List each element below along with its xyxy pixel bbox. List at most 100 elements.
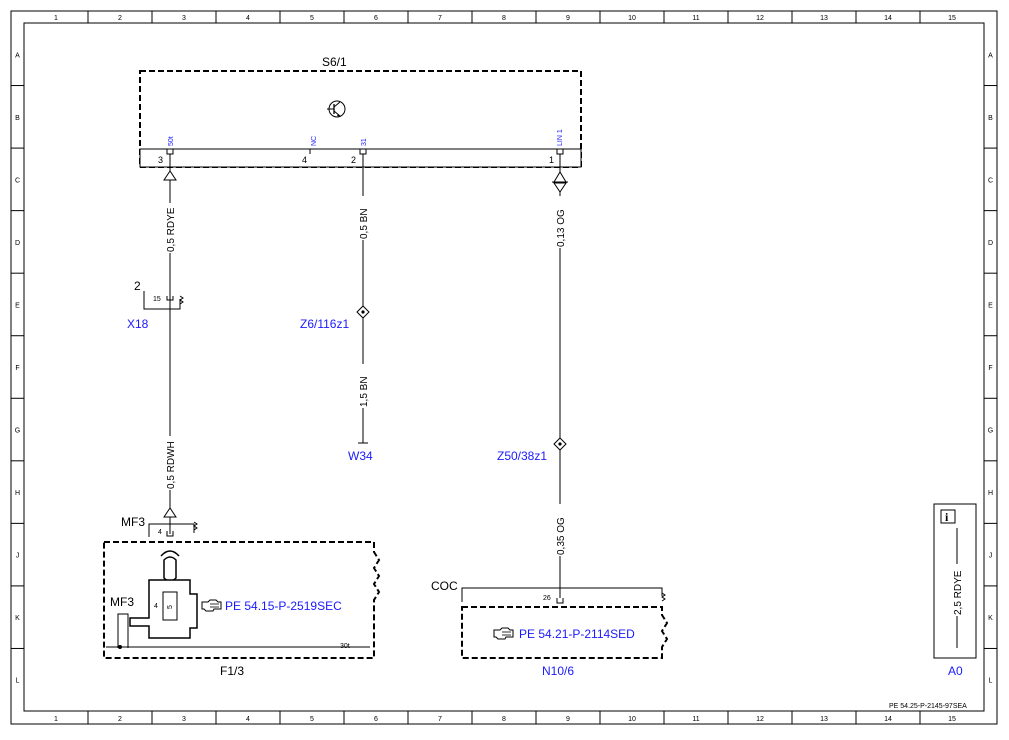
component-mf3-connector[interactable]: MF3 4 — [121, 515, 198, 537]
wire-label-w2: 0,5 RDWH — [166, 441, 177, 489]
component-x18[interactable]: 2 15 X18 — [127, 279, 184, 331]
a0-box — [933, 503, 977, 659]
grid-column-label: 2 — [118, 716, 122, 723]
grid-column-label: 11 — [692, 716, 699, 723]
component-s6-1[interactable]: S6/1 50t NC 31 LIN 1 3 4 2 1 — [139, 55, 582, 168]
splice-z50-38z1[interactable]: Z50/38z1 — [497, 437, 567, 463]
grid-column-label: 11 — [692, 15, 699, 22]
mf3-inner-label: MF3 — [110, 595, 134, 609]
inner-frame — [23, 22, 985, 712]
grid-column-label: 5 — [310, 716, 314, 723]
grid-row-label: L — [16, 678, 20, 685]
grid-row-label: G — [15, 428, 20, 435]
grid-row-label: G — [988, 428, 993, 435]
grid-column-label: 2 — [118, 15, 122, 22]
w34-label: W34 — [348, 449, 373, 463]
grid-column-label: 15 — [948, 15, 956, 22]
hand-pointer-icon — [493, 627, 514, 640]
grid-row-label: F — [988, 365, 992, 372]
s6-1-pin-3: 3 — [158, 155, 163, 165]
s6-1-pin-signal-lin1: LIN 1 — [557, 129, 564, 146]
x18-pin: 15 — [153, 296, 161, 303]
s6-1-pin-1: 1 — [549, 155, 554, 165]
grid-column-label: 10 — [628, 716, 636, 723]
s6-1-pin-4: 4 — [302, 155, 307, 165]
transistor-icon — [327, 100, 346, 118]
mf3-top-pin: 4 — [158, 529, 162, 536]
grid-column-label: 4 — [246, 716, 250, 723]
s6-1-pin-2: 2 — [351, 155, 356, 165]
coc-label: COC — [431, 579, 458, 593]
grid-column-label: 8 — [502, 716, 506, 723]
grid-column-label: 6 — [374, 716, 378, 723]
grid-column-label: 14 — [884, 716, 892, 723]
coc-pin: 26 — [543, 595, 551, 602]
s6-1-label: S6/1 — [322, 55, 347, 69]
info-icon[interactable] — [940, 509, 956, 524]
grid-column-label: 3 — [182, 716, 186, 723]
z6-label: Z6/116z1 — [300, 317, 349, 331]
wire-label-w3: 0,5 BN — [359, 208, 370, 239]
grid-row-label: J — [989, 553, 993, 560]
mf3-inner-pin-a: 4 — [154, 603, 158, 610]
grid-row-label: H — [988, 490, 993, 497]
hand-pointer-icon — [201, 599, 222, 612]
grid-row-label: E — [15, 302, 20, 309]
f1-3-reference-link[interactable]: PE 54.15-P-2519SEC — [225, 599, 342, 613]
grid-row-label: H — [15, 490, 20, 497]
grid-column-label: 5 — [310, 15, 314, 22]
grid-row-label: B — [15, 115, 20, 122]
grid-column-label: 1 — [54, 15, 58, 22]
mf3-top-label: MF3 — [121, 515, 145, 529]
n10-6-housing — [461, 606, 669, 659]
x18-connector-number: 2 — [134, 279, 141, 293]
grid-row-label: B — [988, 115, 993, 122]
grid-column-label: 7 — [438, 15, 442, 22]
info-icon-glyph: i — [945, 510, 949, 524]
s6-1-pin-signal-50t: 50t — [168, 136, 175, 146]
grid-row-label: L — [989, 678, 993, 685]
n10-6-reference-link[interactable]: PE 54.21-P-2114SED — [519, 627, 635, 641]
component-a0[interactable]: i 2,5 RDYE A0 — [933, 503, 977, 678]
splice-z6-116z1[interactable]: Z6/116z1 — [300, 305, 370, 331]
mf3-inner-pin-b: 5 — [167, 605, 174, 609]
grid-column-label: 12 — [756, 15, 764, 22]
grid-column-label: 15 — [948, 716, 956, 723]
grid-column-label: 7 — [438, 716, 442, 723]
x18-label: X18 — [127, 317, 149, 331]
grid-column-label: 3 — [182, 15, 186, 22]
outer-frame — [10, 10, 998, 725]
grid-column-label: 12 — [756, 716, 764, 723]
grid-row-label: K — [988, 615, 993, 622]
wire-label-w6: 0,35 OG — [556, 517, 567, 555]
a0-wire-label: 2,5 RDYE — [953, 570, 964, 615]
grid-column-label: 10 — [628, 15, 636, 22]
grid-row-label: A — [988, 52, 993, 59]
grid-row-label: E — [988, 302, 993, 309]
drawing-number: PE 54.25-P-2145-97SEA — [889, 703, 967, 710]
grid-column-label: 4 — [246, 15, 250, 22]
a0-label: A0 — [948, 664, 963, 678]
grid-column-label: 9 — [566, 15, 570, 22]
grid-row-label: K — [15, 615, 20, 622]
component-f1-3[interactable]: 4 5 MF3 30t PE 54.15-P-2519SEC F1/3 — [103, 541, 381, 678]
wire-run-50t[interactable]: 0,5 RDYE 0,5 RDWH — [163, 154, 177, 534]
component-coc-connector[interactable]: COC 26 — [431, 579, 666, 604]
grid-column-label: 13 — [820, 716, 828, 723]
grid-row-label: D — [988, 240, 993, 247]
wire-run-31[interactable]: 0,5 BN 1,5 BN — [356, 154, 370, 444]
s6-1-pin-signal-31: 31 — [361, 138, 368, 146]
wire-label-w4: 1,5 BN — [359, 376, 370, 407]
n10-6-label: N10/6 — [542, 664, 574, 678]
grid-column-label: 14 — [884, 15, 892, 22]
wire-run-lin1[interactable]: 0,13 OG 0,35 OG — [552, 154, 568, 598]
f1-3-terminal: 30t — [340, 643, 350, 650]
component-n10-6[interactable]: PE 54.21-P-2114SED N10/6 — [461, 606, 669, 678]
grid-row-label: C — [15, 177, 20, 184]
grid-row-label: D — [15, 240, 20, 247]
grid-column-label: 1 — [54, 716, 58, 723]
